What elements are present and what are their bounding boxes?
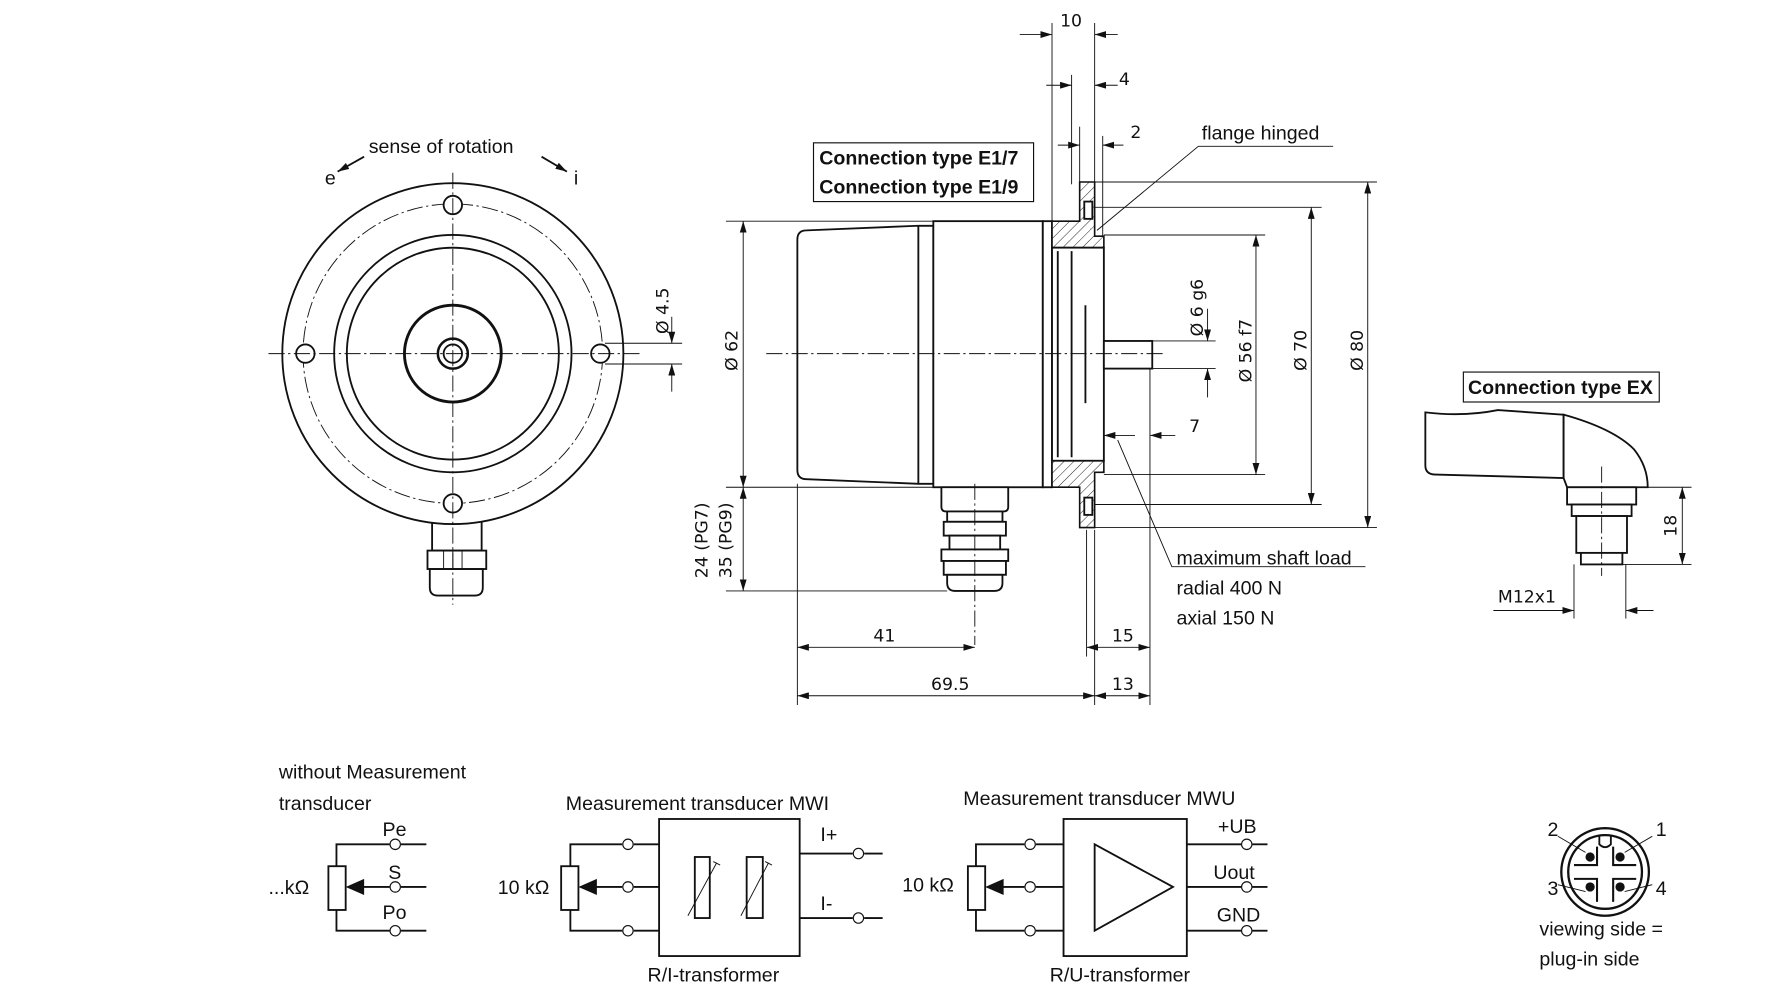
connection-e17-label: Connection type E1/7 — [819, 148, 1018, 170]
circuit-without-transducer: without Measurement transducer ...kΩ Pe … — [268, 762, 467, 937]
dim-80: Ø 80 — [1348, 330, 1368, 371]
hole-dia-label: Ø 4.5 — [653, 288, 673, 335]
mwi-resistance: 10 kΩ — [498, 877, 550, 899]
shaft-load-axial: axial 150 N — [1176, 607, 1274, 629]
circuit-mwi: Measurement transducer MWI I+ I- 10 kΩ R… — [498, 793, 883, 986]
side-view: Connection type E1/7 Connection type E1/… — [692, 11, 1377, 705]
mwu-resistance: 10 kΩ — [902, 875, 954, 897]
dim-13: 13 — [1112, 675, 1134, 695]
dim-2: 2 — [1130, 123, 1141, 143]
shaft-load-title: maximum shaft load — [1176, 547, 1351, 569]
circuit-plain-title-2: transducer — [279, 793, 372, 815]
dim-62: Ø 62 — [722, 330, 742, 371]
mwu-box — [1062, 818, 1188, 957]
pin-pe-label: Pe — [383, 819, 407, 841]
dim-15: 15 — [1112, 627, 1134, 647]
thread-label: M12x1 — [1498, 587, 1556, 607]
dim-41: 41 — [873, 627, 895, 647]
connector-ex-label: Connection type EX — [1468, 377, 1653, 399]
pin-3-label: 3 — [1547, 878, 1558, 900]
dim-pg7: 24 (PG7) — [692, 503, 712, 579]
resistance-label: ...kΩ — [268, 877, 309, 899]
mwi-box — [658, 818, 801, 957]
front-view: sense of rotation e i Ø 4.5 — [268, 136, 683, 605]
dim-70: Ø 70 — [1292, 330, 1312, 371]
mwi-out-plus: I+ — [820, 824, 837, 846]
shaft — [1102, 340, 1154, 370]
dim-6g6: Ø 6 g6 — [1188, 279, 1208, 336]
flange-section-top — [1051, 181, 1105, 249]
rotation-arrow-i — [541, 155, 568, 173]
circuit-plain-title-1: without Measurement — [278, 762, 467, 784]
dir-i-label: i — [574, 167, 578, 189]
pin-s-label: S — [388, 862, 401, 884]
mwu-out-ub: +UB — [1218, 816, 1257, 838]
connection-type-box — [812, 142, 1035, 203]
cable-gland-front — [426, 517, 488, 597]
flange-section-bottom — [1051, 459, 1105, 529]
dim-4: 4 — [1119, 70, 1130, 90]
pin-4-label: 4 — [1656, 878, 1667, 900]
encoder-cap — [796, 224, 935, 485]
mwi-out-minus: I- — [820, 893, 832, 915]
shaft-load-leader — [1117, 439, 1366, 568]
dim-56f7: Ø 56 f7 — [1236, 319, 1256, 383]
dim-7: 7 — [1189, 417, 1200, 437]
mwu-out-gnd: GND — [1217, 904, 1261, 926]
dim-18: 18 — [1662, 515, 1682, 537]
dim-pg9: 35 (PG9) — [717, 503, 737, 579]
rotation-arrow-e — [337, 155, 365, 173]
cable-gland-side — [940, 483, 1010, 646]
mwi-title: Measurement transducer MWI — [566, 793, 829, 815]
mwu-title: Measurement transducer MWU — [963, 788, 1235, 810]
shaft-load-radial: radial 400 N — [1176, 577, 1282, 599]
potentiometer — [327, 865, 347, 911]
pin-2-label: 2 — [1547, 819, 1558, 841]
flange-hinged-label: flange hinged — [1202, 122, 1320, 144]
mwu-caption: R/U-transformer — [1050, 964, 1191, 986]
pin-po-label: Po — [383, 902, 407, 924]
mwu-out-uout: Uout — [1213, 862, 1255, 884]
encoder-body — [932, 220, 1044, 489]
connection-e19-label: Connection type E1/9 — [819, 177, 1018, 199]
dir-e-label: e — [325, 167, 336, 189]
dim-10: 10 — [1060, 11, 1082, 31]
connector-ex-view: Connection type EX 18 M12x1 — [1424, 371, 1692, 619]
circuit-mwu: Measurement transducer MWU +UB Uout GND … — [902, 788, 1268, 986]
dim-69-5: 69.5 — [931, 675, 969, 695]
amplifier-symbol — [1093, 842, 1175, 933]
flange-leader — [1096, 145, 1334, 231]
m12-pinout: 2 1 3 4 viewing side = plug-in side — [1539, 819, 1666, 970]
pin-1-label: 1 — [1656, 819, 1667, 841]
pinout-caption-2: plug-in side — [1539, 948, 1639, 970]
rotation-label: sense of rotation — [369, 136, 514, 158]
pinout-caption-1: viewing side = — [1539, 918, 1663, 940]
mwi-caption: R/I-transformer — [648, 964, 780, 986]
